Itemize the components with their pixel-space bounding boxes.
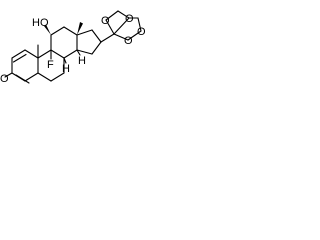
ring-c [50, 26, 78, 59]
oxygen-dioxolane-2-label: O [125, 13, 134, 25]
ring-d [76, 29, 102, 55]
stereo-hashes [63, 49, 81, 64]
fluorine-label: F [47, 59, 54, 71]
dioxolane-ring-1 [100, 10, 130, 43]
ketone-group [4, 72, 13, 78]
oxygen-dioxolane-1-label: O [101, 15, 110, 27]
oxygen-dioxolane-3-label: O [124, 35, 133, 47]
hydroxyl-group [44, 24, 51, 35]
ring-a [11, 49, 39, 84]
hydrogen-c14-label: H [78, 55, 86, 67]
ring-b [37, 49, 65, 82]
dioxolane-ring-2 [113, 17, 142, 41]
molecule-structure: O HO F O O O O H H [0, 10, 146, 85]
atom-labels: O HO F O O O O H H [0, 13, 146, 85]
hydrogen-c8-label: H [62, 63, 70, 75]
hydroxyl-label: HO [32, 17, 49, 29]
oxygen-dioxolane-4-label: O [137, 26, 146, 38]
methyl-c13 [77, 22, 83, 35]
oxygen-ketone-label: O [0, 73, 9, 85]
